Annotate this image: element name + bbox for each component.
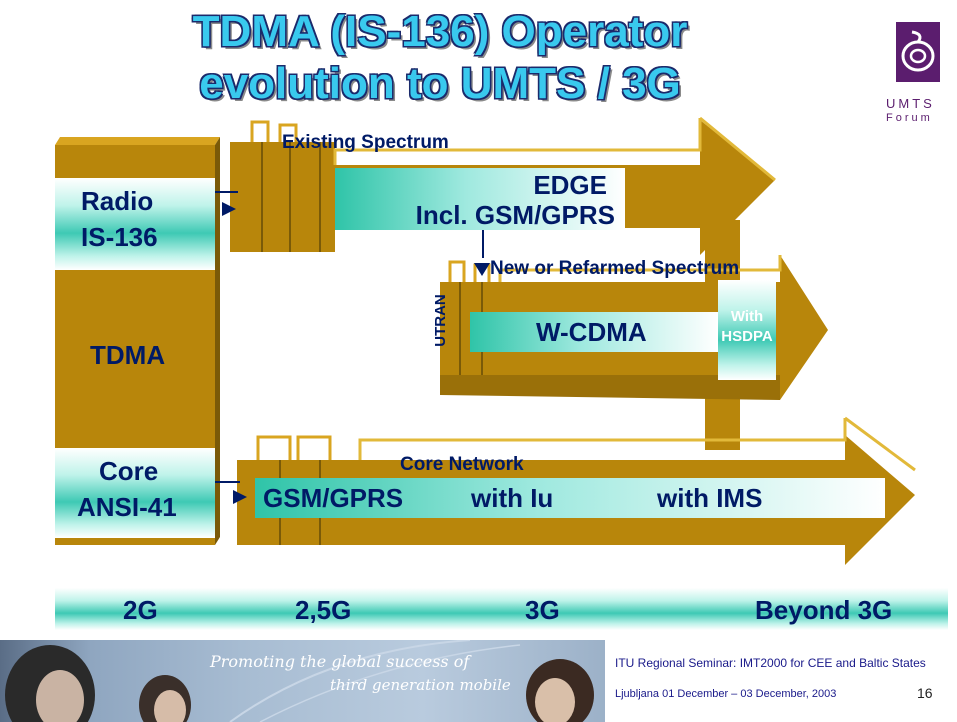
banner-line2: third generation mobile bbox=[330, 676, 511, 694]
radio-standard-label: IS-136 bbox=[81, 222, 158, 252]
core-network-label: Core Network bbox=[400, 454, 524, 475]
footer-banner: Promoting the global success of third ge… bbox=[0, 640, 605, 722]
play-marker-icon bbox=[233, 490, 247, 504]
logo-text: UMTS bbox=[886, 96, 935, 111]
play-marker-icon bbox=[222, 202, 236, 216]
core-standard-label: ANSI-41 bbox=[77, 492, 177, 522]
radio-band: Radio IS-136 bbox=[55, 178, 215, 270]
wcdma-label: W-CDMA bbox=[536, 317, 647, 347]
hsdpa-label: HSDPA bbox=[721, 328, 773, 345]
logo-subtext: Forum bbox=[886, 112, 933, 124]
banner-photo-icon bbox=[5, 640, 594, 722]
logo-spiral-icon bbox=[896, 22, 940, 82]
utran-label: UTRAN bbox=[431, 294, 449, 347]
connector-markers bbox=[215, 191, 490, 504]
hsdpa-box: With HSDPA bbox=[718, 280, 776, 380]
generation-timeline: 2G 2,5G 3G Beyond 3G bbox=[55, 588, 948, 630]
page-number: 16 bbox=[917, 685, 933, 701]
banner-line1: Promoting the global success of bbox=[210, 652, 470, 671]
radio-label: Radio bbox=[81, 186, 154, 216]
tdma-label: TDMA bbox=[90, 340, 166, 370]
core-label: Core bbox=[99, 456, 159, 486]
edge-band: EDGE Incl. GSM/GPRS bbox=[335, 168, 625, 230]
core-band: Core ANSI-41 bbox=[55, 448, 215, 538]
footer-venue: Ljubljana 01 December – 03 December, 200… bbox=[615, 688, 837, 700]
core-network-band: GSM/GPRS with Iu with IMS bbox=[255, 478, 885, 518]
edge-gsm-gprs-label: Incl. GSM/GPRS bbox=[415, 200, 615, 230]
down-marker-icon bbox=[474, 263, 490, 276]
timeline-2g: 2G bbox=[123, 595, 158, 625]
with-iu-label: with Iu bbox=[471, 483, 554, 513]
new-spectrum-label: New or Refarmed Spectrum bbox=[490, 258, 740, 279]
timeline-3g: 3G bbox=[525, 595, 560, 625]
slide-title-line1: TDMA (IS-136) Operator bbox=[192, 7, 688, 56]
hsdpa-with-label: With bbox=[730, 308, 764, 325]
edge-label: EDGE bbox=[533, 170, 607, 200]
existing-spectrum-label: Existing Spectrum bbox=[282, 132, 449, 153]
with-ims-label: with IMS bbox=[657, 483, 763, 513]
timeline-2-5g: 2,5G bbox=[295, 595, 352, 625]
wcdma-band: W-CDMA bbox=[470, 312, 718, 352]
gsm-gprs-label: GSM/GPRS bbox=[263, 483, 404, 513]
slide-title-line2: evolution to UMTS / 3G bbox=[199, 59, 681, 108]
umts-forum-logo: UMTS Forum bbox=[882, 18, 954, 130]
footer-seminar: ITU Regional Seminar: IMT2000 for CEE an… bbox=[615, 656, 926, 670]
timeline-beyond-3g: Beyond 3G bbox=[755, 595, 893, 625]
